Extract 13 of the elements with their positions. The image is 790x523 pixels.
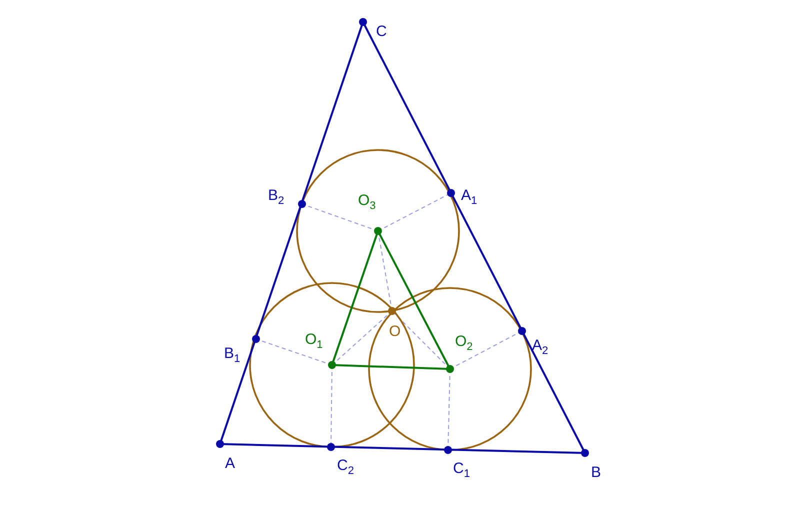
point-label: B [591, 465, 602, 481]
point-label: A$_{1}$ [461, 188, 478, 204]
point-label: C$_{2}$ [337, 458, 354, 474]
point-label: O [389, 324, 401, 340]
point-label: C$_{1}$ [453, 461, 470, 477]
point-label: O$_{1}$ [305, 332, 323, 348]
point-label: A [225, 456, 236, 472]
point-label: O$_{3}$ [358, 193, 376, 209]
point-label: A$_{2}$ [532, 338, 548, 354]
point-label: B$_{1}$ [224, 346, 240, 362]
point-label: B$_{2}$ [268, 188, 284, 204]
point-label: C [376, 24, 387, 40]
point-label: O$_{2}$ [455, 334, 473, 350]
